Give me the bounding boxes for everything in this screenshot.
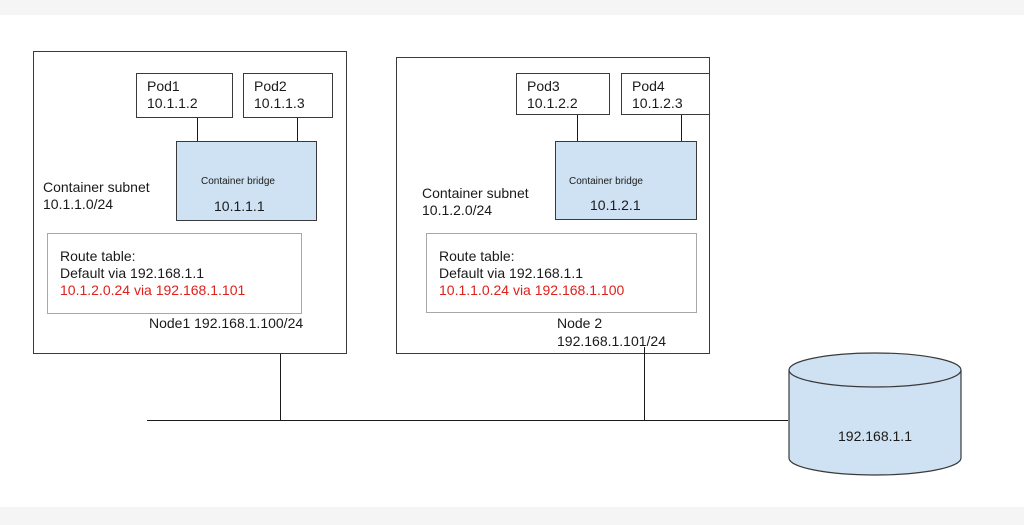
node2-default-route: Default via 192.168.1.1 <box>439 265 583 281</box>
node1-default-route: Default via 192.168.1.1 <box>60 265 204 281</box>
node2-subnet-title: Container subnet <box>422 185 529 201</box>
pod1-name: Pod1 <box>147 78 180 94</box>
node2-container-bridge: Container bridge 10.1.2.1 <box>555 141 697 220</box>
pod1-box: Pod1 10.1.1.2 <box>136 73 233 118</box>
pod2-ip: 10.1.1.3 <box>254 95 305 111</box>
node2-pod4-connector <box>681 114 682 142</box>
node2-highlight-route: 10.1.1.0.24 via 192.168.1.100 <box>439 282 625 298</box>
gateway-database-icon <box>788 352 962 476</box>
gateway-ip: 192.168.1.1 <box>838 428 912 444</box>
node1-network-drop <box>280 354 281 421</box>
node2-subnet-label: Container subnet 10.1.2.0/24 <box>422 185 529 219</box>
node1-pod1-connector <box>197 117 198 142</box>
node2-bridge-title: Container bridge <box>569 176 643 187</box>
node1-pod2-connector <box>297 117 298 142</box>
node2-route-title: Route table: <box>439 248 515 264</box>
network-bus-line <box>147 420 788 421</box>
node2-route-table: Route table: Default via 192.168.1.1 10.… <box>426 233 697 313</box>
node2-label-name: Node 2 <box>557 315 603 331</box>
node2-subnet-cidr: 10.1.2.0/24 <box>422 202 493 218</box>
node2-pod3-connector <box>577 114 578 142</box>
node1-label: Node1 192.168.1.100/24 <box>149 315 304 331</box>
node1-subnet-label: Container subnet 10.1.1.0/24 <box>43 179 150 213</box>
node1-subnet-title: Container subnet <box>43 179 150 195</box>
node1-subnet-cidr: 10.1.1.0/24 <box>43 196 114 212</box>
pod3-name: Pod3 <box>527 78 560 94</box>
node1-container-bridge: Container bridge 10.1.1.1 <box>176 141 317 221</box>
node1-bridge-ip: 10.1.1.1 <box>214 198 265 214</box>
node1-bridge-title: Container bridge <box>201 176 275 187</box>
pod4-box: Pod4 10.1.2.3 <box>621 73 710 115</box>
node1-highlight-route: 10.1.2.0.24 via 192.168.1.101 <box>60 282 246 298</box>
node2-label: Node 2 192.168.1.101/24 <box>557 315 666 350</box>
node2-bridge-ip: 10.1.2.1 <box>590 197 641 213</box>
pod3-ip: 10.1.2.2 <box>527 95 578 111</box>
node1-route-table: Route table: Default via 192.168.1.1 10.… <box>47 233 302 314</box>
node2-label-ip: 192.168.1.101/24 <box>557 333 666 349</box>
pod4-ip: 10.1.2.3 <box>632 95 683 111</box>
pod4-name: Pod4 <box>632 78 665 94</box>
pod3-box: Pod3 10.1.2.2 <box>516 73 610 115</box>
pod2-name: Pod2 <box>254 78 287 94</box>
node2-network-drop <box>644 347 645 421</box>
node1-route-title: Route table: <box>60 248 136 264</box>
pod1-ip: 10.1.1.2 <box>147 95 198 111</box>
pod2-box: Pod2 10.1.1.3 <box>243 73 333 118</box>
